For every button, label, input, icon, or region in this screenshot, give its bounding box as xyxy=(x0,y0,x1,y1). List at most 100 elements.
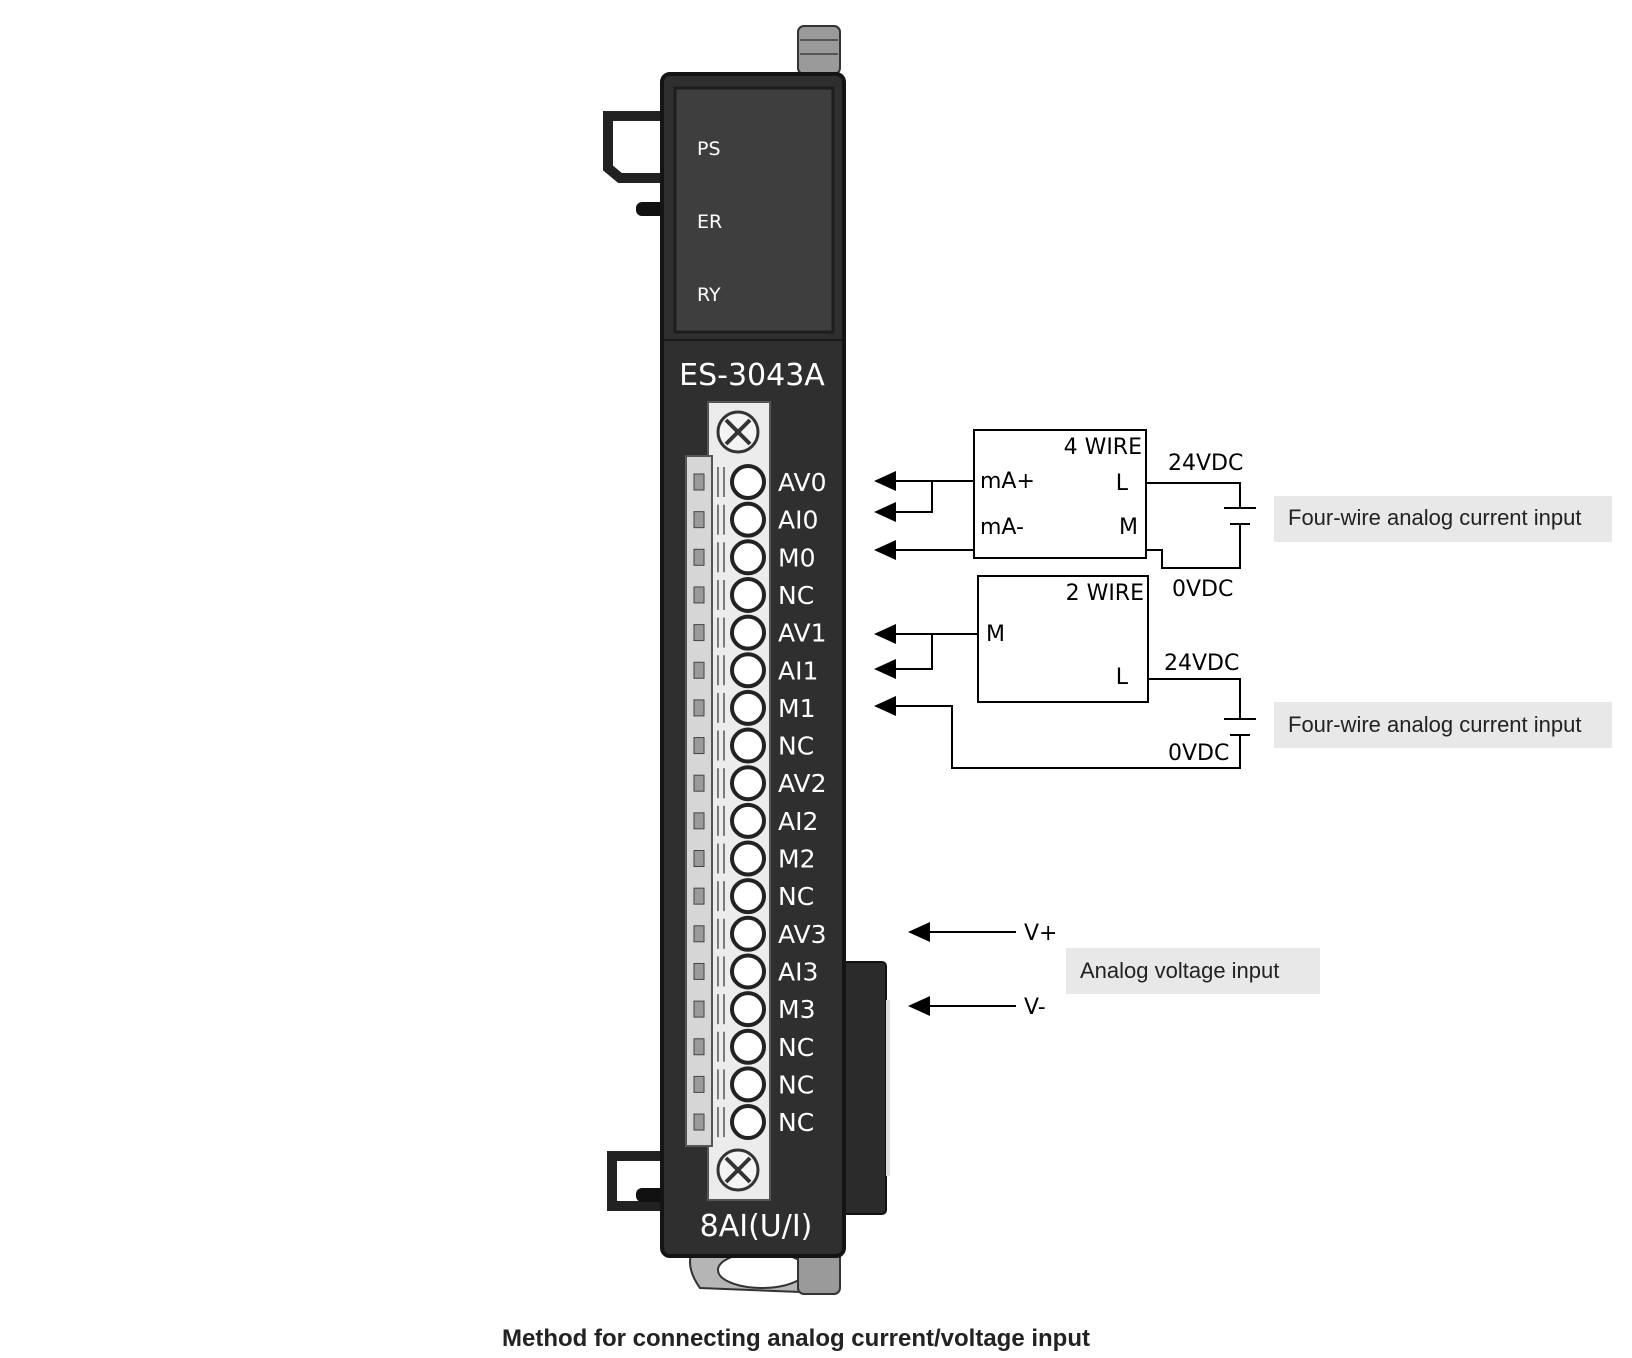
terminal-tab xyxy=(693,1075,705,1093)
terminal-label: AI1 xyxy=(778,656,818,685)
terminal-screw-icon[interactable] xyxy=(730,953,766,990)
arrow-icon xyxy=(874,471,896,491)
arrow-icon xyxy=(874,540,896,560)
terminal-label: NC xyxy=(778,1108,814,1137)
terminal-tab xyxy=(693,624,705,642)
terminal-tab xyxy=(693,511,705,529)
terminal-screw-icon[interactable] xyxy=(730,1028,766,1065)
terminal-tab xyxy=(693,962,705,980)
terminal-screw-icon[interactable] xyxy=(730,840,766,877)
terminal-screw-icon[interactable] xyxy=(730,991,766,1028)
terminal-screw-icon[interactable] xyxy=(730,802,766,839)
led-label-ps: PS xyxy=(697,138,721,160)
two-wire-annotation-bg xyxy=(1274,702,1612,748)
terminal-tab xyxy=(693,1000,705,1018)
voltage-annotation: Analog voltage input xyxy=(1080,958,1279,983)
pin-ma-plus: mA+ xyxy=(980,469,1035,494)
terminal-label: M2 xyxy=(778,845,815,874)
arrow-icon xyxy=(874,502,896,522)
pin-l: L xyxy=(1116,471,1129,496)
voltage-plus: V+ xyxy=(1024,921,1057,946)
terminal-screw-icon[interactable] xyxy=(730,576,766,613)
four-wire-24vdc: 24VDC xyxy=(1168,451,1243,476)
terminal-label: AV2 xyxy=(778,769,827,798)
arrow-icon xyxy=(908,996,930,1016)
four-wire-0vdc: 0VDC xyxy=(1172,577,1233,602)
terminal-tab xyxy=(693,548,705,566)
arrow-icon xyxy=(874,696,896,716)
model-label: ES-3043A xyxy=(679,358,825,393)
screw-icon xyxy=(716,1148,760,1192)
din-hook-bottom xyxy=(607,1151,664,1211)
terminal-label: AI2 xyxy=(778,807,818,836)
terminal-strip xyxy=(685,455,713,1147)
led-label-ry: RY xyxy=(697,284,721,306)
top-latch xyxy=(797,25,841,75)
voltage-minus: V- xyxy=(1024,995,1046,1020)
terminal-label: NC xyxy=(778,732,814,761)
figure-caption: Method for connecting analog current/vol… xyxy=(502,1325,1090,1352)
terminal-label: M3 xyxy=(778,995,815,1024)
terminal-label: NC xyxy=(778,1070,814,1099)
terminal-screw-icon[interactable] xyxy=(730,878,766,915)
terminal-screw-icon[interactable] xyxy=(730,652,766,689)
terminal-tab xyxy=(693,699,705,717)
arrow-icon xyxy=(874,624,896,644)
two-wire-pin-m: M xyxy=(986,622,1005,647)
terminal-tab xyxy=(693,850,705,867)
arrow-icon xyxy=(874,659,896,679)
terminal-tab xyxy=(693,473,705,491)
voltage-annotation-bg xyxy=(1066,948,1320,994)
terminal-tab xyxy=(693,774,705,792)
two-wire-pin-l: L xyxy=(1116,665,1129,690)
terminal-screw-icon[interactable] xyxy=(730,1066,766,1103)
two-wire-box xyxy=(977,575,1149,703)
terminal-tab xyxy=(693,586,705,604)
led-label-er: ER xyxy=(697,211,722,233)
terminal-label: NC xyxy=(778,1033,814,1062)
two-wire-24vdc: 24VDC xyxy=(1164,651,1239,676)
two-wire-title: 2 WIRE xyxy=(1066,581,1144,606)
four-wire-title: 4 WIRE xyxy=(1064,435,1142,460)
four-wire-circuit: 4 WIRE mA+ mA- L M 24VDC 0VDC Four-wire … xyxy=(874,429,1612,602)
terminal-label: M1 xyxy=(778,694,815,723)
terminal-label: NC xyxy=(778,581,814,610)
terminal-screw-icon[interactable] xyxy=(730,727,766,764)
terminal-label: NC xyxy=(778,882,814,911)
voltage-circuit: V+ V- Analog voltage input xyxy=(908,921,1320,1020)
type-label: 8AI(U/I) xyxy=(700,1209,813,1244)
terminal-screw-icon[interactable] xyxy=(730,689,766,726)
terminal-tab xyxy=(693,887,705,905)
terminal-label: M0 xyxy=(778,543,815,572)
four-wire-annotation-bg xyxy=(1274,496,1612,542)
pin-ma-minus: mA- xyxy=(980,515,1024,540)
led-window xyxy=(673,86,835,334)
terminal-screw-icon[interactable] xyxy=(730,614,766,651)
terminal-label: AV0 xyxy=(778,468,827,497)
screw-icon xyxy=(716,410,760,454)
terminal-label: AV3 xyxy=(778,920,827,949)
terminal-screw-icon[interactable] xyxy=(730,1104,766,1141)
terminal-tab xyxy=(693,812,705,830)
terminal-tab xyxy=(693,1038,705,1056)
terminal-label: AI0 xyxy=(778,506,818,535)
four-wire-box xyxy=(973,429,1147,559)
arrow-icon xyxy=(908,922,930,942)
four-wire-annotation: Four-wire analog current input xyxy=(1288,505,1581,530)
terminal-label: AV1 xyxy=(778,619,827,648)
two-wire-annotation: Four-wire analog current input xyxy=(1288,712,1581,737)
terminal-tab xyxy=(693,925,705,943)
terminal-tab xyxy=(693,737,705,755)
terminal-screw-icon[interactable] xyxy=(730,765,766,802)
terminal-screw-icon[interactable] xyxy=(730,501,766,538)
terminal-screw-icon[interactable] xyxy=(730,915,766,952)
pin-m: M xyxy=(1119,515,1138,540)
two-wire-circuit: 2 WIRE M L 24VDC 0VDC Four-wire analog c… xyxy=(874,575,1612,769)
terminal-screw-icon[interactable] xyxy=(730,464,766,500)
terminal-label: AI3 xyxy=(778,957,818,986)
terminal-screw-icon[interactable] xyxy=(730,539,766,576)
terminal-tab xyxy=(693,661,705,679)
din-hook-top xyxy=(603,111,664,183)
